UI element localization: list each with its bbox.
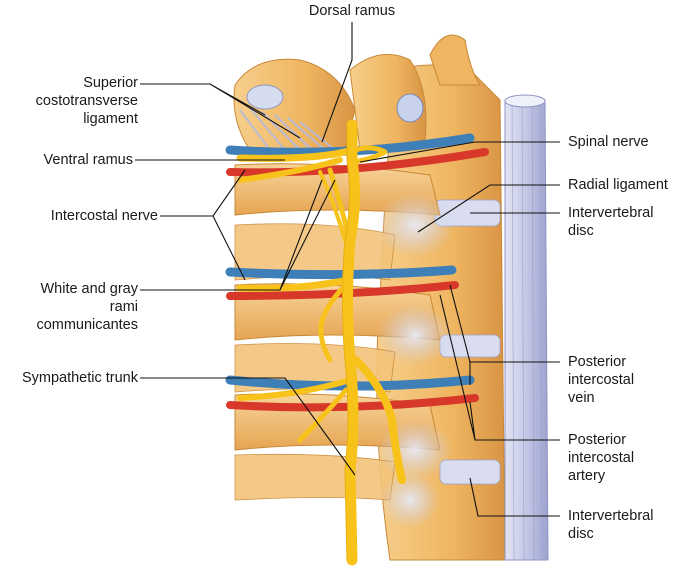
label-superior-costotransverse-ligament: Superior costotransverse ligament [35, 75, 138, 127]
label-intervertebral-disc-lower: Intervertebral disc [568, 508, 654, 542]
transverse-process [233, 53, 427, 151]
label-radial-ligament: Radial ligament [568, 177, 668, 193]
label-dorsal-ramus: Dorsal ramus [308, 3, 396, 19]
label-white-gray-rami-communicantes: White and gray rami communicantes [36, 281, 138, 333]
longitudinal-ligament [504, 94, 549, 561]
label-posterior-intercostal-vein: Posterior intercostal vein [568, 354, 635, 406]
nerve-edges [342, 125, 350, 561]
label-ventral-ramus: Ventral ramus [43, 152, 133, 168]
label-spinal-nerve: Spinal nerve [568, 134, 649, 150]
leader-lines [135, 22, 560, 517]
costotransverse-ligament-fibers [239, 107, 336, 151]
label-intercostal-nerve: Intercostal nerve [50, 208, 158, 224]
label-posterior-intercostal-artery: Posterior intercostal artery [568, 432, 635, 484]
label-intervertebral-disc-upper: Intervertebral disc [568, 205, 654, 239]
nerves [236, 119, 406, 566]
label-sympathetic-trunk: Sympathetic trunk [21, 370, 138, 386]
